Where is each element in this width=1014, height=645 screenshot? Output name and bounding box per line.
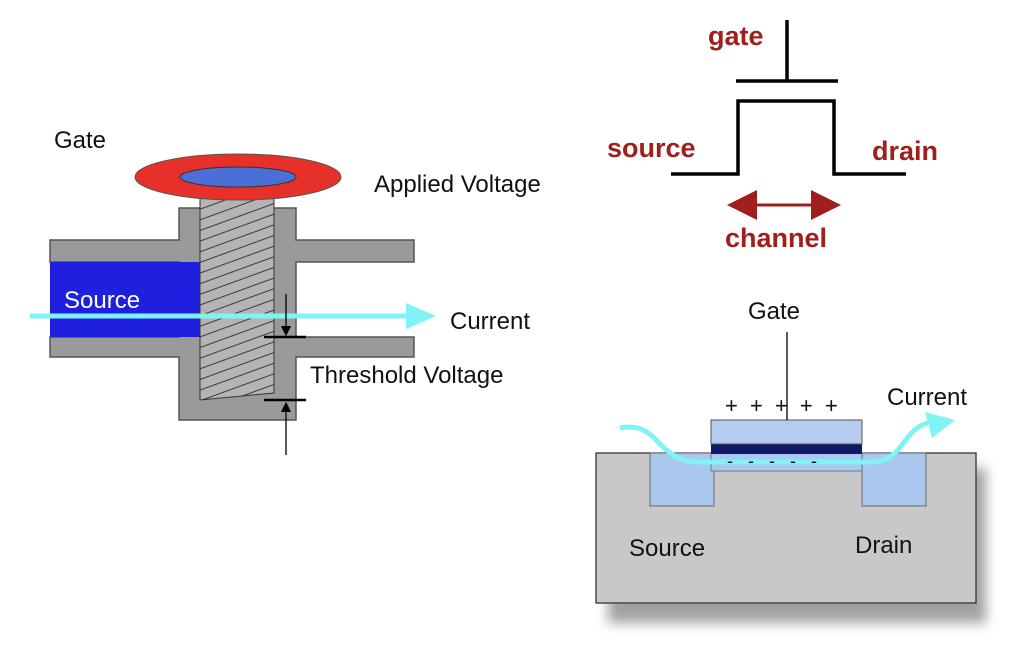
analogy-gate-label: Gate <box>54 127 106 154</box>
symbol-channel-label: channel <box>725 223 827 253</box>
symbol-drain-label: drain <box>872 136 938 166</box>
channel-charges: - - - - - <box>727 451 822 471</box>
cross-section-current-label: Current <box>887 384 967 411</box>
threshold-marker <box>264 294 306 455</box>
gate-charges: + + + + + <box>725 393 841 418</box>
current-flow-path <box>619 419 931 465</box>
cross-section-drain-label: Drain <box>855 532 912 559</box>
current-flow-arrowhead <box>925 412 955 438</box>
gate-knob-center <box>179 166 297 188</box>
current-arrowhead <box>406 303 436 329</box>
gate-shaft <box>199 191 275 401</box>
analogy-source-label: Source <box>64 287 140 314</box>
water-analogy: Gate Applied Voltage Source Current Thre… <box>30 127 541 455</box>
source-fluid <box>50 262 202 337</box>
applied-voltage-label: Applied Voltage <box>374 171 541 198</box>
cross-section-gate-label: Gate <box>748 298 800 325</box>
cross-section-source-label: Source <box>629 535 705 562</box>
mosfet-symbol: gate source drain channel <box>607 20 938 253</box>
analogy-current-label: Current <box>450 308 530 335</box>
mosfet-cross-section: + + + + + - - - - - Gate Current Source … <box>595 298 986 623</box>
gate-oxide <box>711 444 862 454</box>
gate-electrode <box>710 419 863 445</box>
symbol-source-label: source <box>607 133 696 163</box>
threshold-voltage-label: Threshold Voltage <box>310 362 503 389</box>
symbol-gate-label: gate <box>708 21 764 51</box>
symbol-channel-path <box>671 99 906 176</box>
